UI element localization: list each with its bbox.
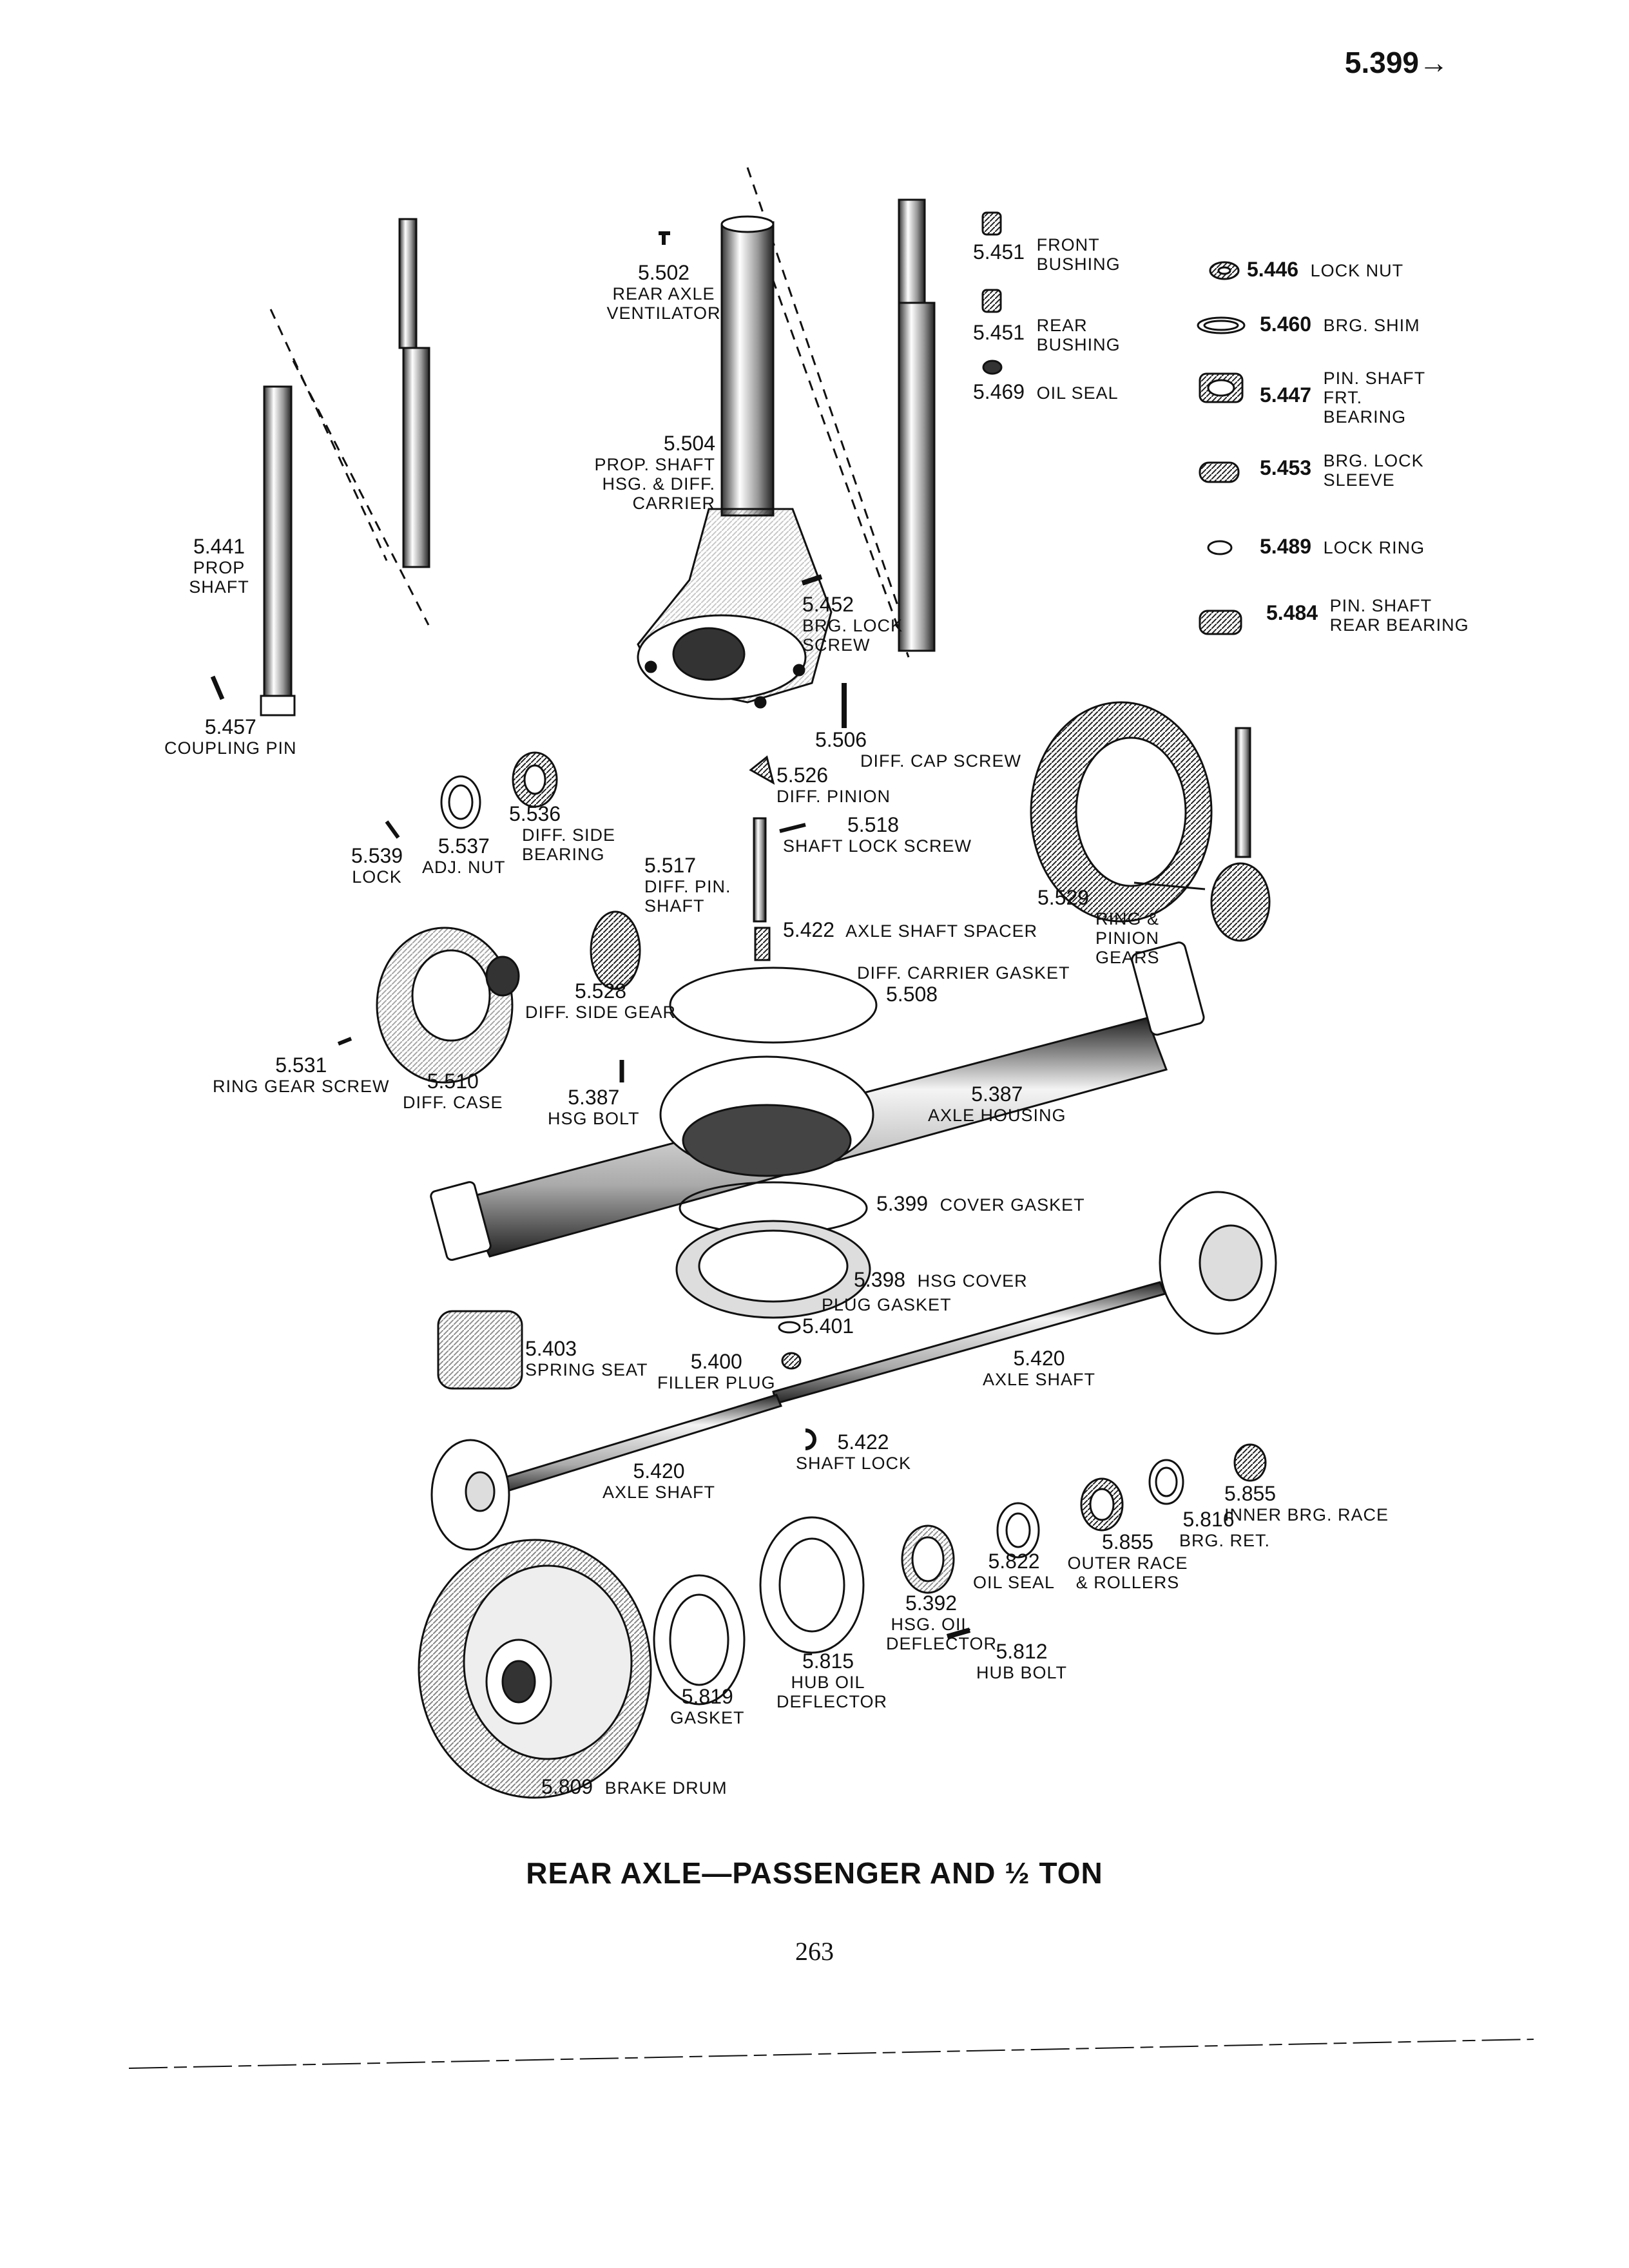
label-frt-bearing: 5.447 PIN. SHAFT FRT. BEARING [1260,369,1425,427]
diff-case-drawing [376,927,520,1084]
ring-gear-screw-drawing [337,1037,352,1046]
label-brg-shim: 5.460 BRG. SHIM [1260,312,1420,336]
hsg-cover-drawing [675,1220,871,1319]
inner-brg-race-drawing [1233,1443,1267,1482]
lock-nut-drawing [1209,261,1240,280]
lock-drawing [385,820,400,839]
label-prop-shaft-housing: 5.504 PROP. SHAFT HSG. & DIFF. CARRIER [594,432,715,513]
label-diff-pinion: 5.526 DIFF. PINION [776,764,891,806]
label-axle-shaft-spacer: 5.422 AXLE SHAFT SPACER [783,918,1038,941]
page-reference: 5.399→ [1344,46,1449,79]
label-diff-side-gear: 5.528 DIFF. SIDE GEAR [525,979,677,1022]
label-oil-seal-5469: 5.469 OIL SEAL [973,380,1119,403]
label-lock-ring: 5.489 LOCK RING [1260,535,1425,558]
coupling-pin-drawing [210,675,225,700]
label-spring-seat: 5.403 SPRING SEAT [525,1337,648,1379]
label-plug-gasket: PLUG GASKET 5.401 [802,1295,952,1338]
brake-drum-drawing [418,1539,652,1799]
pinion-gear-drawing [1210,727,1271,942]
label-front-bushing: 5.451 FRONT BUSHING [973,235,1121,274]
label-gasket: 5.819 GASKET [670,1685,745,1727]
frt-bearing-drawing [1199,372,1244,403]
diff-side-gear-drawing [590,910,641,990]
splined-shaft-drawing [398,218,430,568]
pinion-shaft-tube-drawing [898,198,936,652]
filler-plug-drawing [781,1352,802,1370]
label-rear-bearing: 5.484 PIN. SHAFT REAR BEARING [1266,596,1469,635]
label-brg-lock-screw: 5.452 BRG. LOCK SCREW [802,593,903,655]
prop-shaft-drawing [260,385,296,716]
hub-oil-deflector-drawing [759,1516,865,1654]
label-ring-gear-screw: 5.531 RING GEAR SCREW [213,1053,390,1096]
label-rear-bushing: 5.451 REAR BUSHING [973,316,1121,354]
label-axle-housing: 5.387 AXLE HOUSING [928,1082,1066,1125]
label-hsg-bolt: 5.387 HSG BOLT [548,1086,640,1128]
outer-race-drawing [1080,1477,1124,1532]
front-bushing-drawing [981,211,1002,236]
axle-housing-drawing [430,941,1205,1261]
label-ring-pinion-gears: 5.529 RING & PINION GEARS [1037,886,1160,967]
label-prop-shaft: 5.441 PROP SHAFT [189,535,249,597]
oil-seal-small-drawing [982,360,1003,375]
label-brg-ret: 5.816 BRG. RET. [1179,1508,1271,1550]
shaft-lock-screw-drawing [779,823,806,833]
shaft-lock-drawing [805,1428,816,1450]
lock-sleeve-drawing [1199,461,1240,483]
rear-bearing-drawing [1199,610,1242,635]
label-hub-bolt: 5.812 HUB BOLT [976,1640,1068,1682]
label-axle-shaft-left: 5.420 AXLE SHAFT [602,1459,716,1502]
label-lock: 5.539 LOCK [351,844,403,887]
adj-nut-drawing [440,775,481,829]
right-axle-shaft-drawing [772,1191,1277,1405]
oil-seal-drawing [996,1502,1040,1559]
lock-ring-drawing [1207,540,1233,555]
label-diff-carrier-gasket: DIFF. CARRIER GASKET 5.508 [857,963,1070,1006]
brg-shim-drawing [1197,316,1246,334]
page-number: 263 [795,1937,834,1966]
label-filler-plug: 5.400 FILLER PLUG [657,1350,776,1392]
label-hsg-oil-deflector: 5.392 HSG. OIL DEFLECTOR [886,1591,998,1653]
figure-caption: REAR AXLE—PASSENGER AND ½ TON [526,1856,1103,1890]
label-diff-case: 5.510 DIFF. CASE [403,1070,503,1112]
page-rule [128,2039,1534,2069]
label-shaft-lock: 5.422 SHAFT LOCK [796,1430,912,1473]
carrier-gasket-drawing [669,966,878,1044]
label-diff-side-bearing: 5.536 DIFF. SIDE BEARING [509,802,616,864]
label-diff-pin-shaft: 5.517 DIFF. PIN. SHAFT [644,854,731,916]
pinion-pointer-line [1133,881,1206,890]
side-bearing-drawing [512,751,558,808]
diff-pin-shaft-drawing [753,817,767,923]
brg-ret-drawing [1148,1459,1184,1505]
label-rear-axle-ventilator: 5.502 REAR AXLE VENTILATOR [606,261,721,323]
brg-lock-screw-drawing [801,574,823,586]
plug-gasket-drawing [778,1321,801,1334]
label-hsg-cover: 5.398 HSG COVER [854,1268,1028,1291]
label-lock-sleeve: 5.453 BRG. LOCK SLEEVE [1260,451,1424,490]
diff-pinion-drawing [749,755,775,785]
hsg-oil-deflector-drawing [901,1524,955,1594]
left-axle-shaft-drawing [430,1394,783,1551]
hub-bolt-drawing [946,1628,971,1639]
axle-shaft-spacer-drawing [754,927,771,961]
label-cover-gasket: 5.399 COVER GASKET [876,1192,1085,1215]
spring-seat-drawing [437,1310,523,1390]
label-inner-brg-race: 5.855 INNER BRG. RACE [1224,1482,1389,1524]
ring-gear-drawing [1030,701,1213,923]
label-oil-seal-5822: 5.822 OIL SEAL [973,1550,1055,1592]
gasket-drawing [653,1574,746,1706]
label-brake-drum: 5.809 BRAKE DRUM [541,1775,728,1798]
prop-shaft-housing-drawing [637,215,833,709]
label-coupling-pin: 5.457 COUPLING PIN [164,715,297,758]
ventilator-drawing [659,231,670,245]
label-outer-race-rollers: 5.855 OUTER RACE & ROLLERS [1067,1530,1188,1592]
label-adj-nut: 5.537 ADJ. NUT [422,834,506,877]
label-hub-oil-deflector: 5.815 HUB OIL DEFLECTOR [776,1649,888,1711]
label-shaft-lock-screw: 5.518 SHAFT LOCK SCREW [783,813,972,856]
label-diff-cap-screw: 5.506 DIFF. CAP SCREW [815,728,1022,771]
label-axle-shaft-right: 5.420 AXLE SHAFT [983,1347,1096,1389]
rear-bushing-drawing [981,289,1002,313]
label-lock-nut: 5.446 LOCK NUT [1247,258,1404,281]
